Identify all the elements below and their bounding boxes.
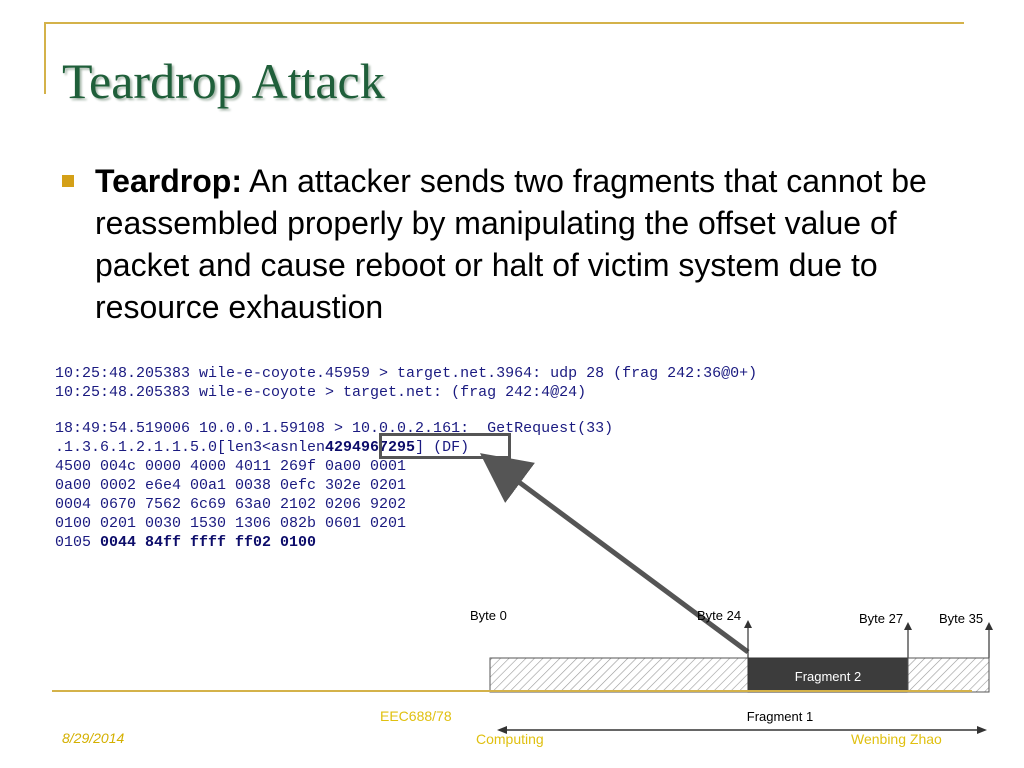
hex-line-3: 0004 0670 7562 6c69 63a0 2102 0206 9202: [55, 496, 407, 513]
label-byte0: Byte 0: [470, 608, 507, 623]
footer-divider: [52, 690, 972, 692]
packet-trace-snmp: 18:49:54.519006 10.0.0.1.59108 > 10.0.0.…: [55, 419, 613, 552]
snmp-line-2-pre: .1.3.6.1.2.1.1.5.0[len3<asnlen: [55, 439, 326, 456]
hex-line-4: 0100 0201 0030 1530 1306 082b 0601 0201: [55, 515, 407, 532]
hatched-region-left: [489, 657, 749, 693]
label-fragment1: Fragment 1: [747, 709, 813, 724]
bullet-term: Teardrop:: [95, 163, 242, 199]
hex-line-5-bold: 0044 84ff ffff ff02 0100: [100, 534, 317, 551]
bullet-description: An attacker sends two fragments that can…: [95, 163, 927, 325]
snmp-line-2-post: ] (DF): [415, 439, 470, 456]
asnlen-value: 4294967295: [325, 439, 416, 456]
slide-title: Teardrop Attack: [62, 53, 385, 109]
footer-author: Wenbing Zhao: [851, 731, 942, 747]
label-byte24: Byte 24: [697, 608, 741, 623]
label-byte27: Byte 27: [859, 611, 903, 626]
bullet-marker: [62, 175, 74, 187]
hatched-region-right: [907, 657, 990, 693]
trace-line-1: 10:25:48.205383 wile-e-coyote.45959 > ta…: [55, 365, 758, 382]
footer-course: EEC688/78: [380, 708, 452, 724]
left-border: [44, 22, 46, 94]
asnlen-highlight-box: [379, 433, 511, 459]
bullet-text: Teardrop: An attacker sends two fragment…: [95, 160, 975, 328]
footer-date: 8/29/2014: [62, 730, 125, 746]
top-border: [44, 22, 964, 24]
footer-topic: Computing: [476, 731, 544, 747]
trace-line-2: 10:25:48.205383 wile-e-coyote > target.n…: [55, 384, 587, 401]
snmp-line-1: 18:49:54.519006 10.0.0.1.59108 > 10.0.0.…: [55, 420, 614, 437]
hex-line-2: 0a00 0002 e6e4 00a1 0038 0efc 302e 0201: [55, 477, 407, 494]
label-byte35: Byte 35: [939, 611, 983, 626]
label-fragment2: Fragment 2: [795, 669, 861, 684]
hex-line-5-pre: 0105: [55, 534, 101, 551]
hex-line-1: 4500 004c 0000 4000 4011 269f 0a00 0001: [55, 458, 407, 475]
packet-trace-frag: 10:25:48.205383 wile-e-coyote.45959 > ta…: [55, 364, 757, 402]
fragment-diagram: Byte 0 Byte 24 Byte 27 Byte 35 Fragment …: [470, 608, 993, 734]
